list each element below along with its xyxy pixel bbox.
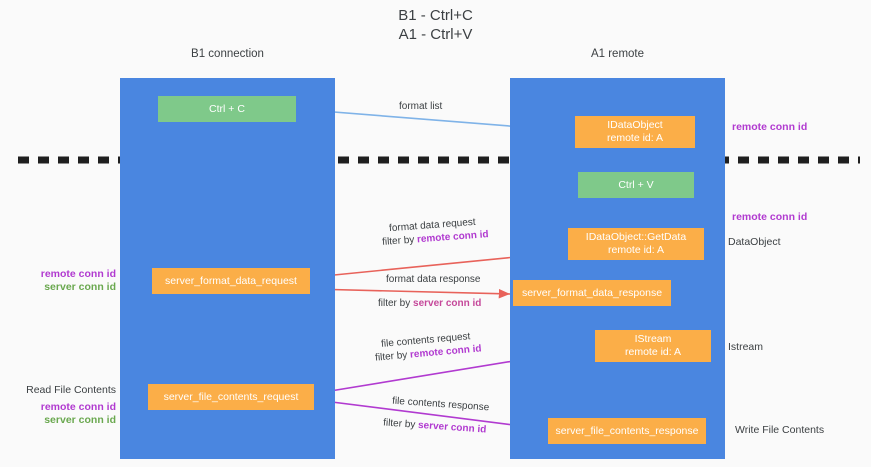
annotation-write-file-contents: Write File Contents — [735, 424, 825, 436]
annotation-read-file-contents: Read File Contents — [26, 384, 116, 396]
box-server-file-contents-response-label: server_file_contents_response — [555, 424, 699, 437]
box-ctrl-v[interactable]: Ctrl + V — [578, 172, 694, 198]
filter-by-text: filter by — [378, 298, 414, 309]
box-server-file-contents-request[interactable]: server_file_contents_request — [148, 384, 314, 410]
filter-by-text: filter by — [374, 349, 411, 364]
filter-by-text: filter by — [382, 417, 419, 431]
box-ctrl-c-label: Ctrl + C — [209, 102, 245, 115]
annotation-remote-conn-id-left-format: remote conn id — [40, 268, 116, 280]
annotation-istream: Istream — [728, 341, 764, 353]
arrow-file-contents-response — [315, 399, 546, 433]
edge-label-format-data-response-filter: filter by server conn id — [378, 297, 481, 310]
annotation-server-conn-id-left-file: server conn id — [44, 414, 116, 426]
annotation-dataobject: DataObject — [728, 236, 781, 248]
box-getdata-title: IDataObject::GetData — [585, 231, 687, 243]
box-server-format-data-response-label: server_format_data_response — [521, 286, 663, 299]
annotation-server-conn-id-left-format: server conn id — [44, 281, 116, 293]
annotation-left-conn-ids-file: remote conn id server conn id — [18, 401, 116, 427]
box-idataobject-remote-id: remote id: A — [606, 132, 664, 144]
annotation-left-conn-ids-format: remote conn id server conn id — [18, 268, 116, 294]
box-idataobject-title: IDataObject — [607, 119, 663, 131]
box-server-file-contents-response[interactable]: server_file_contents_response — [548, 418, 706, 444]
column-header-b1: B1 connection — [191, 48, 264, 60]
annotation-remote-conn-id-left-file: remote conn id — [40, 401, 116, 413]
edge-label-format-data-response: format data response — [386, 274, 481, 285]
box-server-file-contents-request-label: server_file_contents_request — [163, 390, 299, 403]
page-title: B1 - Ctrl+C A1 - Ctrl+V — [398, 7, 473, 43]
filter-key-server-conn-id: server conn id — [413, 298, 482, 309]
filter-by-text: filter by — [381, 234, 418, 248]
box-istream-title: IStream — [634, 333, 672, 345]
box-getdata-remote-id: remote id: A — [607, 244, 665, 256]
box-istream-remote-id: remote id: A — [624, 346, 682, 358]
box-server-format-data-response[interactable]: server_format_data_response — [513, 280, 671, 306]
arrow-format-data-response — [311, 288, 511, 299]
box-idataobject[interactable]: IDataObject remote id: A — [575, 116, 695, 148]
box-ctrl-v-label: Ctrl + V — [618, 178, 654, 191]
box-idataobject-getdata[interactable]: IDataObject::GetData remote id: A — [568, 228, 704, 260]
edge-label-format-list: format list — [399, 101, 443, 112]
box-server-format-data-request[interactable]: server_format_data_request — [152, 268, 310, 294]
box-server-format-data-request-label: server_format_data_request — [165, 274, 297, 287]
annotation-remote-conn-id-getdata: remote conn id — [732, 211, 808, 223]
box-ctrl-c[interactable]: Ctrl + C — [158, 96, 296, 122]
box-istream[interactable]: IStream remote id: A — [595, 330, 711, 362]
column-header-a1: A1 remote — [590, 48, 645, 60]
annotation-remote-conn-id-top: remote conn id — [732, 121, 808, 133]
